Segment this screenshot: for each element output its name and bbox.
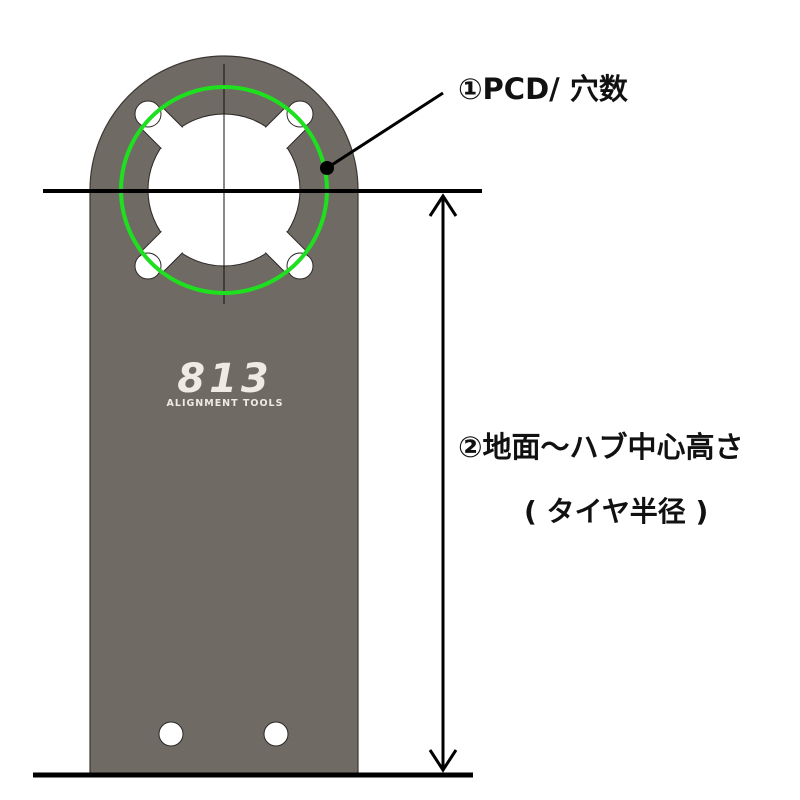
logo-subtitle: ALIGNMENT TOOLS: [166, 398, 284, 409]
arrow-head-down-icon: [428, 749, 458, 773]
bolt-hole-top-right: [286, 100, 314, 128]
logo-number: 813: [177, 356, 273, 402]
tire-radius-label: ( タイヤ半径 ): [524, 495, 709, 528]
bolt-hole-bottom-right: [286, 252, 314, 280]
pcd-leader-line: [326, 91, 444, 170]
height-dimension-arrow: [428, 193, 458, 773]
pcd-leader-dot: [320, 161, 334, 175]
mount-hole-left: [158, 721, 184, 747]
mount-holes: [158, 721, 289, 747]
bolt-holes: [134, 100, 314, 280]
hub-height-label: ②地面〜ハブ中心高さ: [458, 430, 744, 464]
arrow-head-up-icon: [428, 193, 458, 217]
pcd-label: ①PCD/ 穴数: [458, 72, 628, 106]
mount-hole-right: [263, 721, 289, 747]
bolt-hole-bottom-left: [134, 252, 162, 280]
bolt-hole-top-left: [134, 100, 162, 128]
brand-logo: 813 ALIGNMENT TOOLS: [140, 356, 310, 410]
